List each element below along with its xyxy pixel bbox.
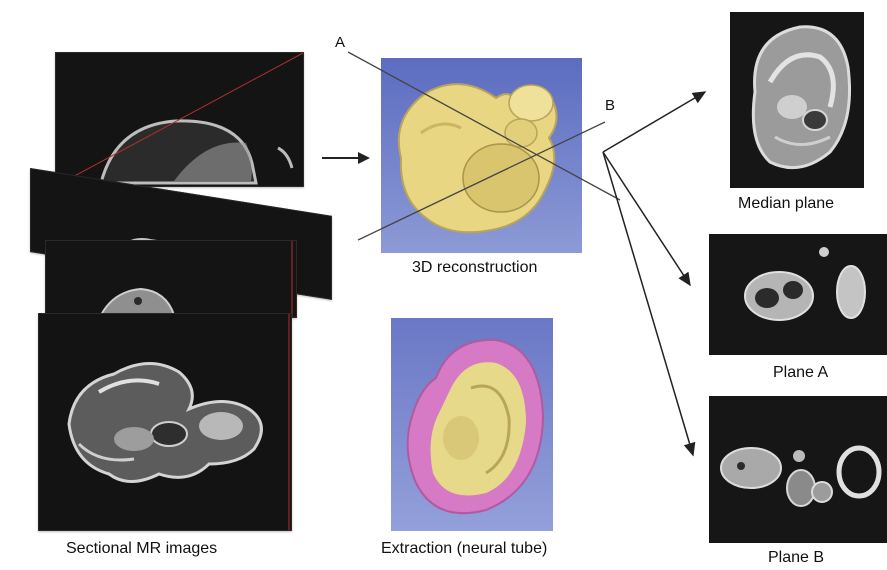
extraction-label: Extraction (neural tube) <box>381 541 547 557</box>
mr-slice-4 <box>38 313 292 531</box>
plane-arrows <box>595 80 710 470</box>
cutting-plane-lines <box>330 30 630 260</box>
plane-a-image <box>709 234 887 355</box>
plane-a-label: Plane A <box>773 365 828 381</box>
plane-b-section <box>709 396 887 543</box>
sectional-mr-label: Sectional MR images <box>66 541 217 557</box>
median-plane-label: Median plane <box>738 196 834 212</box>
extraction-render <box>391 318 553 531</box>
mr-slice-1 <box>55 52 304 187</box>
plane-a-section <box>709 234 887 355</box>
plane-a-marker: A <box>335 35 345 50</box>
neural-tube-model <box>391 318 553 531</box>
median-plane-section <box>730 12 864 188</box>
reconstruction-label: 3D reconstruction <box>412 260 537 276</box>
plane-b-label: Plane B <box>768 550 824 566</box>
mr-slice-3 <box>45 240 297 318</box>
mr-slice-4-image <box>39 314 291 530</box>
mr-slice-3-image <box>46 241 296 317</box>
mr-slice-1-image <box>56 53 303 186</box>
plane-b-image <box>709 396 887 543</box>
median-plane-image <box>730 12 864 188</box>
